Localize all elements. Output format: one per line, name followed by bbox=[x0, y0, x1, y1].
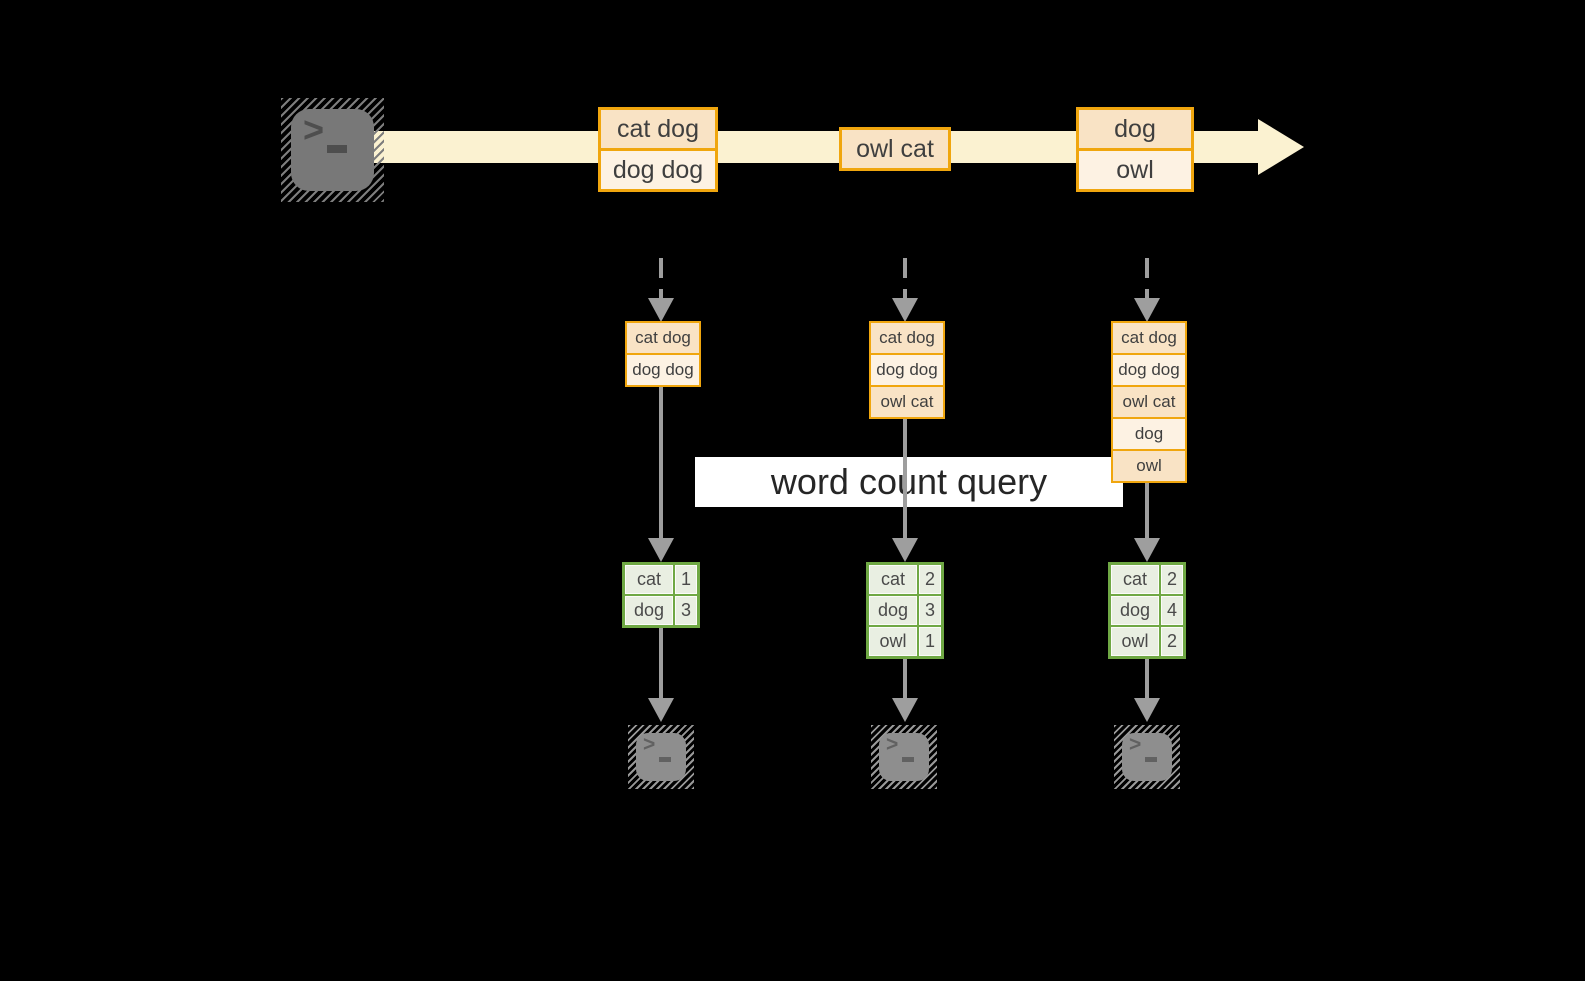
result-row: cat 2 bbox=[869, 565, 941, 594]
sink-arrow-1 bbox=[659, 628, 663, 700]
terminal-screen: > bbox=[291, 109, 374, 191]
count-cell: 3 bbox=[675, 596, 697, 625]
input-row: owl cat bbox=[871, 385, 943, 417]
arrowhead-icon bbox=[1134, 298, 1160, 322]
terminal-screen: > bbox=[1122, 733, 1172, 781]
sink-terminal-icon-1: > bbox=[628, 725, 694, 789]
result-row: dog 4 bbox=[1111, 596, 1183, 625]
input-row: dog dog bbox=[871, 353, 943, 385]
arrowhead-icon bbox=[648, 538, 674, 562]
arrowhead-icon bbox=[648, 298, 674, 322]
terminal-cursor-icon bbox=[902, 757, 914, 762]
sink-terminal-icon-3: > bbox=[1114, 725, 1180, 789]
input-row: dog dog bbox=[627, 353, 699, 385]
stream-event-box-3: dog owl bbox=[1076, 107, 1194, 192]
count-cell: 2 bbox=[1161, 627, 1183, 656]
count-cell: 1 bbox=[675, 565, 697, 594]
terminal-screen: > bbox=[879, 733, 929, 781]
terminal-screen: > bbox=[636, 733, 686, 781]
terminal-cursor-icon bbox=[1145, 757, 1157, 762]
source-terminal-icon: > bbox=[281, 98, 384, 202]
arrowhead-icon bbox=[892, 698, 918, 722]
input-row: owl cat bbox=[1113, 385, 1185, 417]
terminal-prompt-icon: > bbox=[1129, 733, 1142, 756]
input-batch-stack-2: cat dog dog dog owl cat bbox=[869, 321, 945, 419]
trigger-dashed-arrow-2 bbox=[903, 258, 907, 300]
result-table-1: cat 1 dog 3 bbox=[622, 562, 700, 628]
result-row: dog 3 bbox=[625, 596, 697, 625]
stream-event-box-2: owl cat bbox=[839, 127, 951, 171]
terminal-prompt-icon: > bbox=[303, 109, 325, 150]
arrowhead-icon bbox=[892, 298, 918, 322]
arrowhead-icon bbox=[892, 538, 918, 562]
input-row: dog bbox=[1113, 417, 1185, 449]
word-cell: owl bbox=[869, 627, 917, 656]
stream-arrowhead-icon bbox=[1258, 119, 1304, 175]
count-cell: 1 bbox=[919, 627, 941, 656]
word-cell: dog bbox=[869, 596, 917, 625]
word-cell: owl bbox=[1111, 627, 1159, 656]
input-row: cat dog bbox=[871, 323, 943, 353]
input-row: dog dog bbox=[1113, 353, 1185, 385]
stream-event-line: dog bbox=[1079, 110, 1191, 148]
stream-event-line: owl cat bbox=[842, 130, 948, 168]
sink-terminal-icon-2: > bbox=[871, 725, 937, 789]
arrowhead-icon bbox=[1134, 538, 1160, 562]
query-arrow-1 bbox=[659, 387, 663, 540]
count-cell: 2 bbox=[1161, 565, 1183, 594]
terminal-prompt-icon: > bbox=[643, 733, 656, 756]
result-row: cat 2 bbox=[1111, 565, 1183, 594]
input-row: owl bbox=[1113, 449, 1185, 481]
result-row: cat 1 bbox=[625, 565, 697, 594]
stream-event-line: dog dog bbox=[601, 148, 715, 189]
word-cell: cat bbox=[869, 565, 917, 594]
result-row: owl 1 bbox=[869, 627, 941, 656]
word-cell: cat bbox=[625, 565, 673, 594]
terminal-prompt-icon: > bbox=[886, 733, 899, 756]
stream-event-box-1: cat dog dog dog bbox=[598, 107, 718, 192]
terminal-cursor-icon bbox=[327, 145, 347, 153]
sink-arrow-3 bbox=[1145, 659, 1149, 700]
trigger-dashed-arrow-1 bbox=[659, 258, 663, 300]
count-cell: 3 bbox=[919, 596, 941, 625]
sink-arrow-2 bbox=[903, 659, 907, 700]
count-cell: 2 bbox=[919, 565, 941, 594]
word-cell: dog bbox=[1111, 596, 1159, 625]
result-table-2: cat 2 dog 3 owl 1 bbox=[866, 562, 944, 659]
word-cell: cat bbox=[1111, 565, 1159, 594]
input-batch-stack-3: cat dog dog dog owl cat dog owl bbox=[1111, 321, 1187, 483]
trigger-dashed-arrow-3 bbox=[1145, 258, 1149, 300]
count-cell: 4 bbox=[1161, 596, 1183, 625]
query-banner: word count query bbox=[695, 457, 1123, 507]
input-row: cat dog bbox=[1113, 323, 1185, 353]
input-batch-stack-1: cat dog dog dog bbox=[625, 321, 701, 387]
result-table-3: cat 2 dog 4 owl 2 bbox=[1108, 562, 1186, 659]
word-cell: dog bbox=[625, 596, 673, 625]
query-arrow-3 bbox=[1145, 483, 1149, 540]
result-row: dog 3 bbox=[869, 596, 941, 625]
arrowhead-icon bbox=[648, 698, 674, 722]
query-arrow-2 bbox=[903, 419, 907, 540]
terminal-cursor-icon bbox=[659, 757, 671, 762]
input-row: cat dog bbox=[627, 323, 699, 353]
stream-event-line: owl bbox=[1079, 148, 1191, 189]
arrowhead-icon bbox=[1134, 698, 1160, 722]
stream-event-line: cat dog bbox=[601, 110, 715, 148]
result-row: owl 2 bbox=[1111, 627, 1183, 656]
